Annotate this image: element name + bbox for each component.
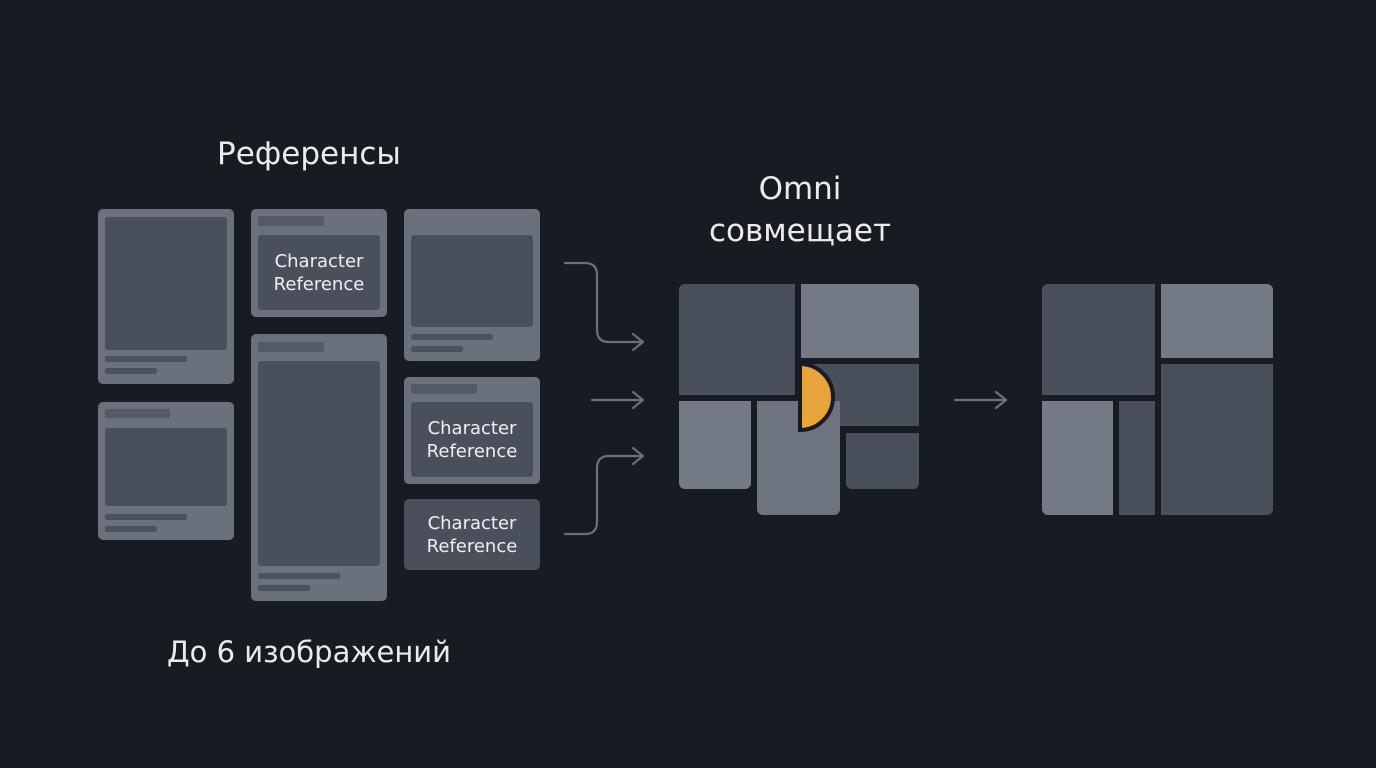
arrow-top bbox=[563, 261, 645, 344]
card-header-line bbox=[258, 216, 324, 226]
reference-card-character-2: Character Reference bbox=[404, 377, 540, 484]
arrow-result-head bbox=[994, 390, 1008, 410]
reference-card-character-3: Character Reference bbox=[404, 499, 540, 570]
card-text-line bbox=[105, 368, 157, 374]
omni-title-line-1: Omni bbox=[758, 171, 842, 207]
arrow-middle-head bbox=[631, 390, 645, 410]
card-text-line bbox=[411, 334, 493, 340]
card-image-placeholder bbox=[105, 217, 227, 350]
card-text-line bbox=[258, 573, 340, 579]
omni-tile-top-left bbox=[679, 284, 795, 395]
card-image-placeholder bbox=[105, 428, 227, 506]
card-header-line bbox=[411, 384, 477, 394]
reference-card-character-1: Character Reference bbox=[251, 209, 387, 317]
omni-title: Omni совмещает bbox=[680, 168, 920, 252]
card-image-placeholder bbox=[258, 361, 380, 566]
card-header-line bbox=[258, 342, 324, 352]
references-title: Референсы bbox=[217, 136, 401, 172]
references-caption: До 6 изображений bbox=[167, 635, 451, 669]
card-text-line bbox=[105, 514, 187, 520]
card-text-line bbox=[411, 346, 463, 352]
result-tile-bottom-middle bbox=[1119, 401, 1155, 515]
result-tile-bottom-right bbox=[1161, 364, 1273, 515]
omni-accent-half-circle bbox=[798, 361, 835, 433]
card-header-line bbox=[105, 409, 170, 418]
arrow-bottom bbox=[563, 454, 645, 536]
character-reference-label: Character Reference bbox=[411, 402, 533, 477]
arrow-top-head bbox=[631, 332, 645, 352]
reference-card-image-tall bbox=[98, 209, 234, 384]
card-text-line bbox=[105, 356, 187, 362]
omni-tile-top-right bbox=[801, 284, 919, 358]
reference-card-image-small bbox=[404, 209, 540, 361]
omni-tile-bottom-left bbox=[679, 401, 751, 489]
result-tile-top-left bbox=[1042, 284, 1155, 395]
arrow-bottom-head bbox=[631, 446, 645, 466]
omni-title-line-2: совмещает bbox=[708, 213, 892, 249]
reference-card-image-portrait bbox=[251, 334, 387, 601]
character-reference-label: Character Reference bbox=[258, 235, 380, 310]
reference-card-image-wide bbox=[98, 402, 234, 540]
card-text-line bbox=[105, 526, 157, 532]
result-tile-top-right bbox=[1161, 284, 1273, 358]
omni-tile-bottom-right bbox=[846, 433, 919, 489]
card-image-placeholder bbox=[411, 235, 533, 327]
result-tile-bottom-left bbox=[1042, 401, 1113, 515]
card-text-line bbox=[258, 585, 310, 591]
